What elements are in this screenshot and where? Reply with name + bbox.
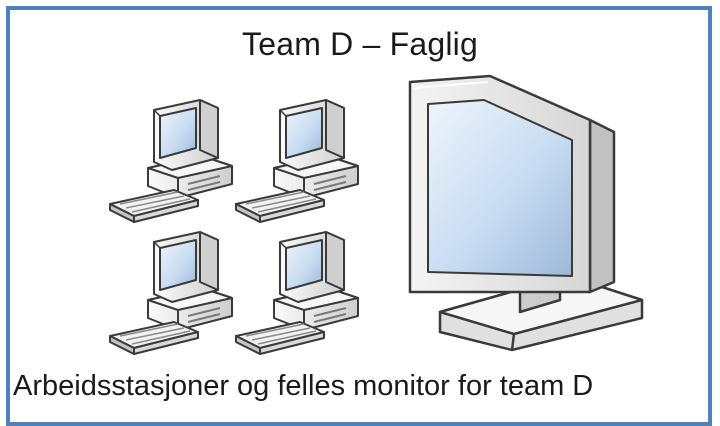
workstation-icon: [235, 99, 359, 223]
diagram-caption: Arbeidsstasjoner og felles monitor for t…: [13, 370, 594, 402]
workstation-icon: [235, 231, 359, 355]
workstation-icon: [109, 231, 233, 355]
diagram-title: Team D – Faglig: [242, 26, 478, 62]
diagram-canvas: [109, 74, 644, 355]
monitor-icon: [408, 74, 644, 352]
workstation-icon: [109, 99, 233, 223]
